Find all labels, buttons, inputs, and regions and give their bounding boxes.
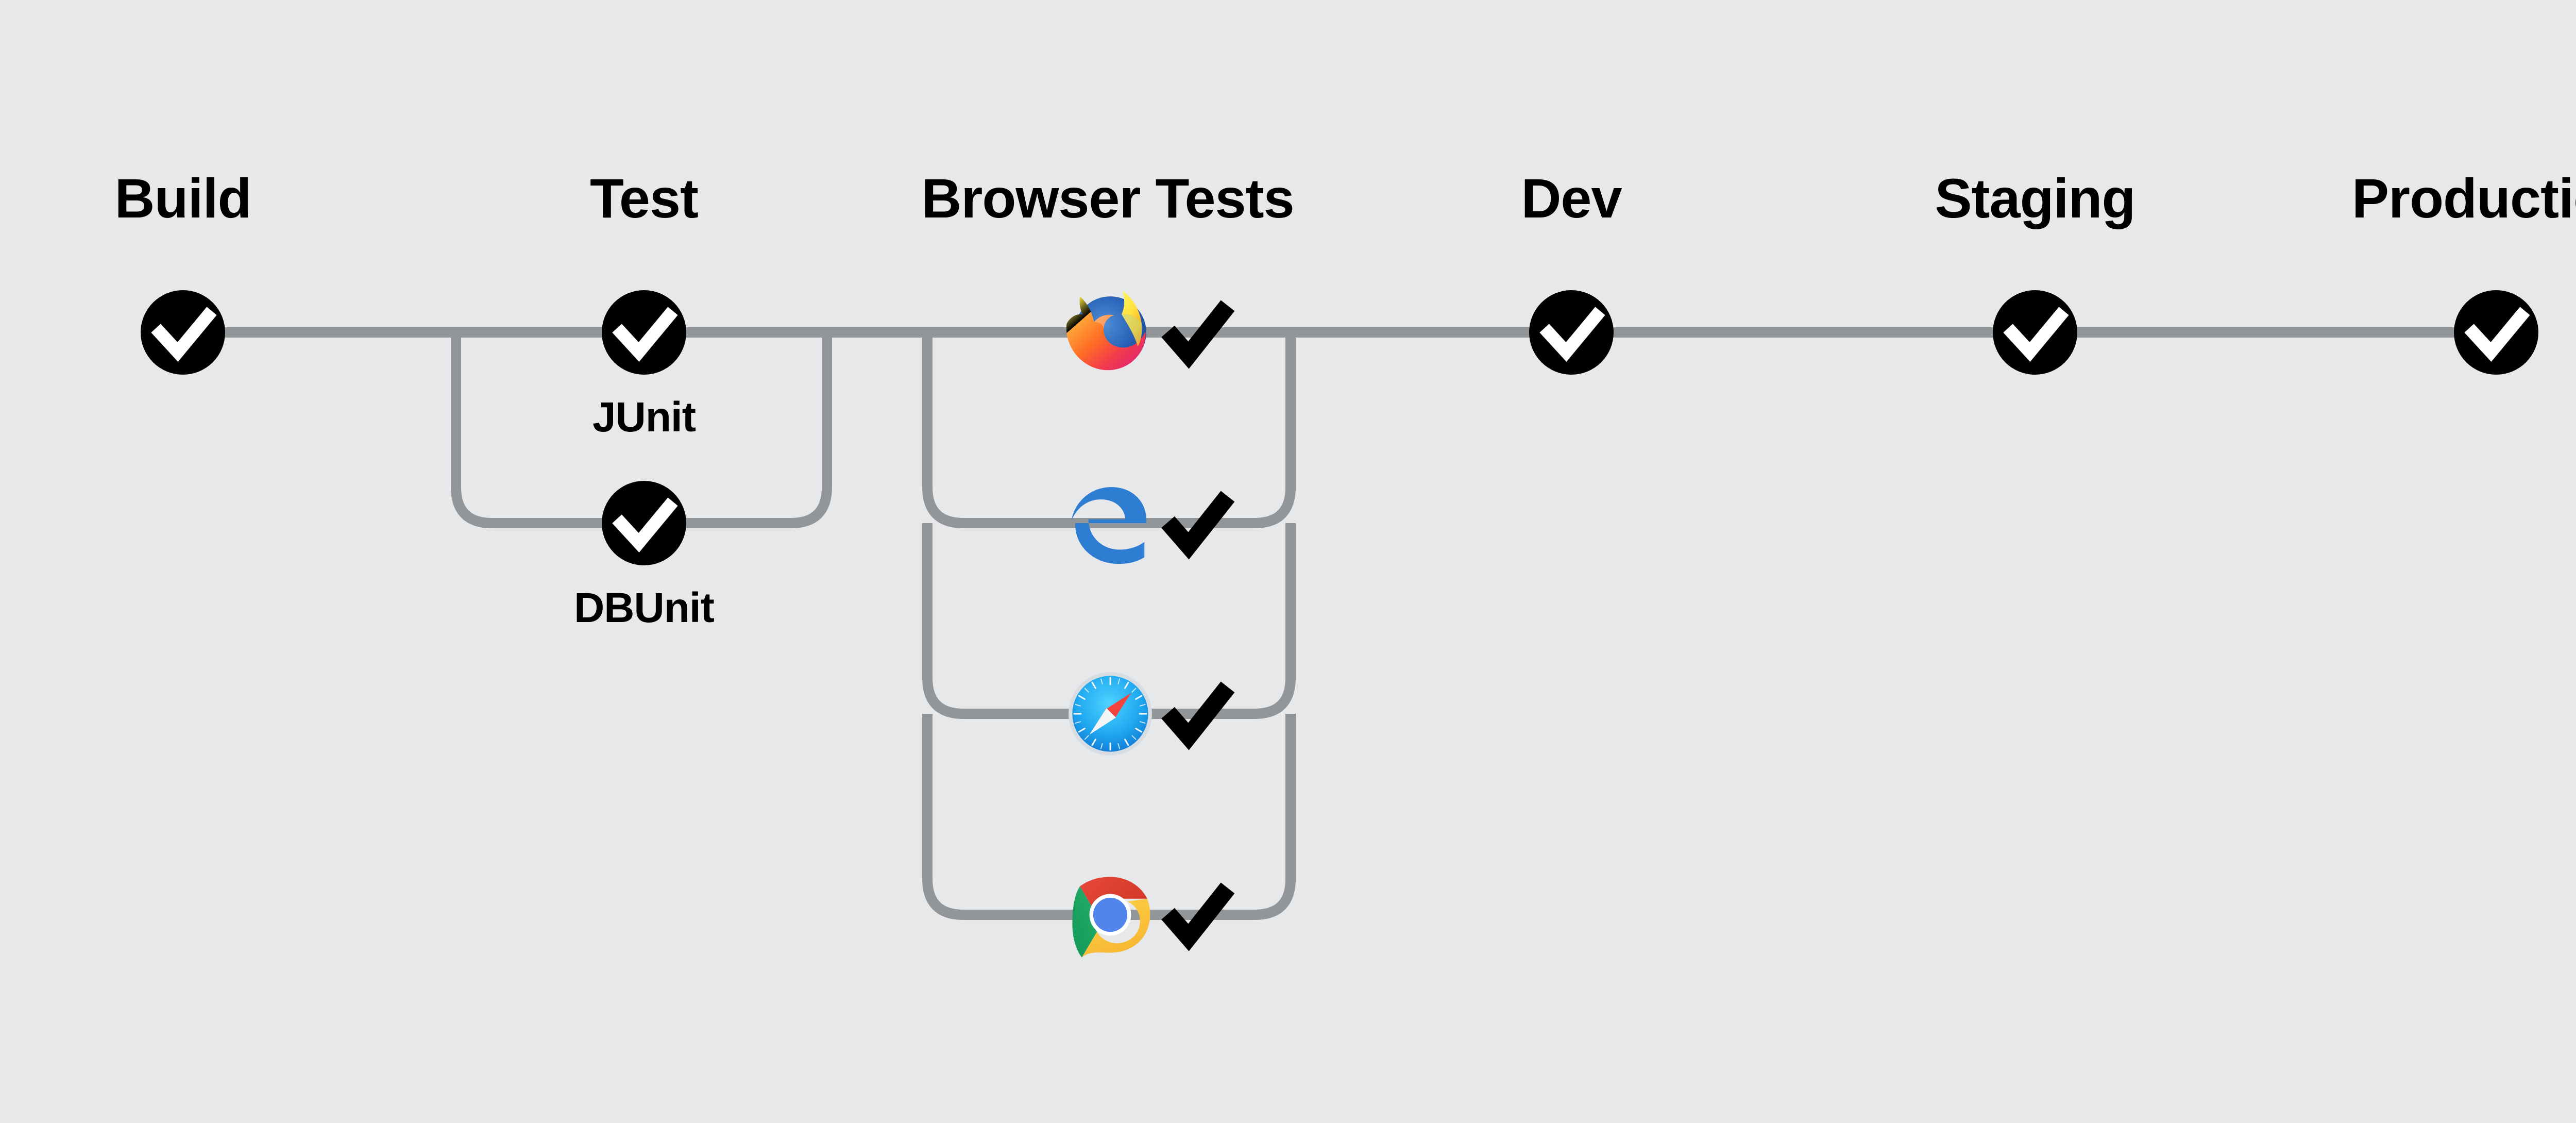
stage-label-test: Test bbox=[589, 167, 699, 229]
node-build[interactable] bbox=[141, 290, 225, 375]
check-glyph bbox=[151, 307, 217, 362]
check-glyph bbox=[1161, 300, 1235, 369]
stage-label-production: Production bbox=[2352, 167, 2576, 229]
check-glyph bbox=[1539, 307, 1605, 362]
node-test-dbunit[interactable] bbox=[602, 481, 686, 565]
stage-label-dev: Dev bbox=[1521, 167, 1622, 229]
check-glyph bbox=[1161, 491, 1235, 560]
rail-dbunit-merge bbox=[644, 332, 832, 528]
job-label-dbunit: DBUnit bbox=[574, 584, 715, 631]
firefox-icon bbox=[1066, 291, 1146, 371]
connector-rails bbox=[183, 327, 2496, 920]
rail-browser-split-edge bbox=[922, 332, 1110, 528]
node-staging[interactable] bbox=[1993, 290, 2077, 375]
rail-browser-split-chrome bbox=[922, 714, 1110, 920]
browser-job-chrome[interactable] bbox=[1072, 877, 1235, 958]
node-production[interactable] bbox=[2454, 290, 2538, 375]
stage-label-browser-tests: Browser Tests bbox=[921, 167, 1294, 229]
check-glyph bbox=[612, 307, 678, 362]
check-glyph bbox=[2464, 307, 2530, 362]
rail-browser-split-safari bbox=[922, 523, 1110, 719]
browser-job-edge[interactable] bbox=[1071, 487, 1235, 564]
check-glyph bbox=[2003, 307, 2069, 362]
check-glyph bbox=[1161, 882, 1235, 951]
rail-dbunit-split bbox=[451, 332, 644, 528]
rail-browser-merge-chrome bbox=[1110, 714, 1296, 920]
chrome-icon bbox=[1072, 877, 1150, 958]
job-label-junit: JUnit bbox=[592, 394, 696, 441]
browser-job-firefox[interactable] bbox=[1066, 291, 1235, 371]
check-glyph bbox=[1161, 681, 1235, 750]
node-dev[interactable] bbox=[1529, 290, 1614, 375]
check-glyph bbox=[612, 497, 678, 553]
node-test-junit[interactable] bbox=[602, 290, 686, 375]
edge-icon bbox=[1071, 487, 1146, 564]
rail-browser-merge-edge bbox=[1110, 332, 1296, 528]
safari-icon bbox=[1069, 672, 1152, 756]
stage-label-staging: Staging bbox=[1935, 167, 2136, 229]
browser-job-safari[interactable] bbox=[1069, 672, 1235, 756]
stage-label-build: Build bbox=[114, 167, 252, 229]
rail-browser-merge-safari bbox=[1110, 523, 1296, 719]
stage-nodes bbox=[141, 290, 2538, 565]
